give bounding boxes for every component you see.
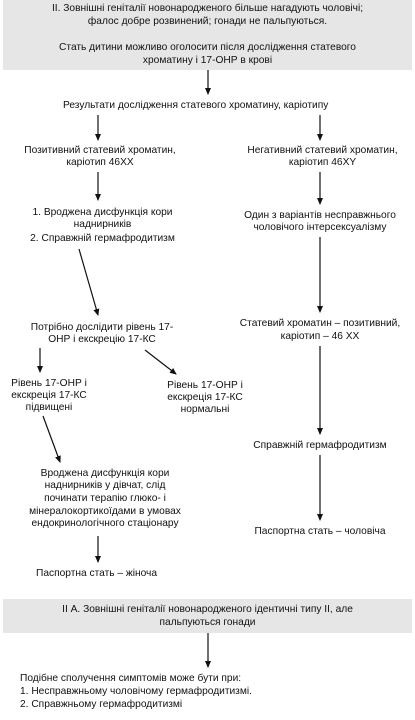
- elevated-level-line-1: Рівень 17-ОНР і: [11, 378, 87, 389]
- cah-girls-line-5: ендокринологічного стаціонару: [31, 518, 179, 529]
- cah-girls-line-2: наднирників у дівчат, слід: [44, 480, 166, 491]
- diagnosis-2: 2. Справжній гермафродитизм: [30, 233, 175, 244]
- elevated-level-line-3: підвищені: [25, 402, 73, 413]
- negative-chromatin-line-1: Негативний статевий хроматин,: [247, 145, 398, 156]
- chromatin-positive-line-2: каріотип – 46 ХХ: [280, 331, 360, 342]
- true-hermaphroditism: Справжній гермафродитизм: [253, 440, 387, 451]
- arrow-study-to-normal: [144, 349, 177, 375]
- normal-level-line-1: Рівень 17-ОНР і: [167, 380, 243, 391]
- cah-girls-line-1: Вроджена дисфункція кори: [40, 468, 170, 479]
- header-line-2: фалос добре розвинений; гонади не пальпу…: [87, 16, 328, 27]
- footer-band: [3, 599, 412, 633]
- positive-chromatin-line-1: Позитивний статевий хроматин,: [24, 145, 176, 156]
- header-band: [3, 0, 412, 70]
- arrow-elevated-to-cah: [42, 415, 61, 463]
- footer-line-2: пальпуються гонади: [159, 617, 256, 628]
- study-17ohp-line-1: Потрібно дослідити рівень 17-: [30, 322, 174, 333]
- footer-line-1: II А. Зовнішні геніталії новонародженого…: [62, 604, 353, 615]
- positive-chromatin-line-2: каріотип 46ХХ: [66, 157, 134, 168]
- bottom-intro: Подібне сполучення симптомів може бути п…: [20, 673, 242, 684]
- normal-level-line-2: екскреція 17-КС: [167, 392, 243, 403]
- passport-female: Паспортна стать – жіноча: [36, 568, 158, 579]
- header-line-1: II. Зовнішні геніталії новонародженого б…: [51, 3, 364, 14]
- study-17ohp-line-2: ОНР і екскрецію 17-КС: [48, 334, 156, 345]
- elevated-level-line-2: екскреція 17-КС: [11, 390, 87, 401]
- diagnosis-1-line-1: 1. Вроджена дисфункція кори: [32, 207, 173, 218]
- bottom-item-1: 1. Несправжньому чоловічому гермафродити…: [20, 686, 252, 697]
- header-line-3: Стать дитини можливо оголосити після дос…: [59, 42, 356, 53]
- cah-girls-line-3: починати терапію глюко- і: [44, 493, 166, 504]
- arrow-diagnoses-to-study: [78, 248, 100, 316]
- diagnosis-1-line-2: наднирників: [73, 219, 132, 230]
- bottom-item-2: 2. Справжньому гермафродитизмі: [20, 699, 183, 710]
- normal-level-line-3: нормальні: [180, 404, 230, 415]
- false-male-intersex-line-1: Один з варіантів несправжнього: [244, 210, 396, 221]
- chromatin-positive-line-1: Статевий хроматин – позитивний,: [239, 318, 401, 329]
- passport-male: Паспортна стать – чоловіча: [254, 526, 386, 537]
- results-label: Результати дослідження статевого хромати…: [63, 100, 329, 111]
- cah-girls-line-4: мінералокортикоїдами в умовах: [29, 506, 181, 517]
- negative-chromatin-line-2: каріотип 46ХY: [288, 157, 357, 168]
- false-male-intersex-line-2: чоловічого інтерсексуалізму: [253, 222, 387, 233]
- header-line-4: хроматину і 17-ОНР в крові: [142, 55, 273, 66]
